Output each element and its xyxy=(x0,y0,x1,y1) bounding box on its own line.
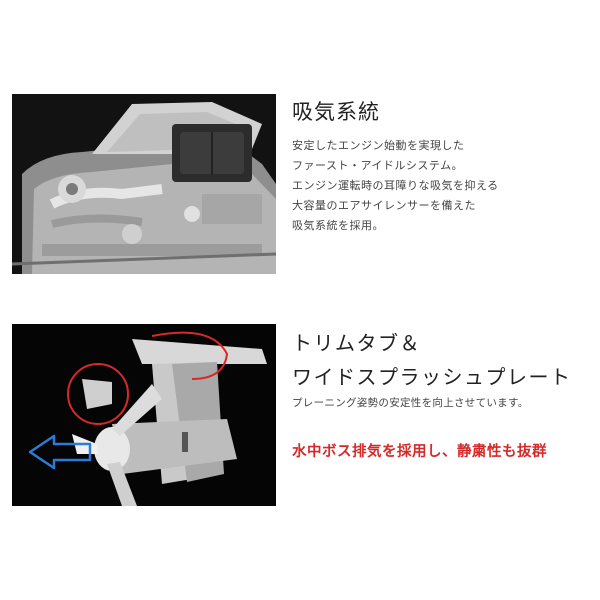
intake-title: 吸気系統 xyxy=(292,100,380,124)
engine-illustration xyxy=(12,94,276,274)
intake-text: 吸気系統 安定したエンジン始動を実現した ファースト・アイドルシステム。 エンジ… xyxy=(292,94,592,236)
trim-propeller-image xyxy=(12,324,276,506)
trim-description: プレーニング姿勢の安定性を向上させています。 xyxy=(292,397,529,409)
trim-section: トリムタブ＆ ワイドスプラッシュプレート プレーニング姿勢の安定性を向上させてい… xyxy=(0,324,600,506)
propeller-illustration xyxy=(12,324,276,506)
intake-engine-image xyxy=(12,94,276,274)
intake-line: 大容量のエアサイレンサーを備えた xyxy=(292,199,476,212)
trim-title-line2: ワイドスプラッシュプレート xyxy=(292,365,572,389)
intake-line: 吸気系統を採用。 xyxy=(292,219,384,232)
intake-line: ファースト・アイドルシステム。 xyxy=(292,159,464,172)
intake-line: エンジン運転時の耳障りな吸気を抑える xyxy=(292,179,499,192)
trim-highlight: 水中ボス排気を採用し、静粛性も抜群 xyxy=(292,444,547,460)
trim-title-line1: トリムタブ＆ xyxy=(292,331,421,355)
trim-text: トリムタブ＆ ワイドスプラッシュプレート プレーニング姿勢の安定性を向上させてい… xyxy=(292,324,592,461)
intake-description: 安定したエンジン始動を実現した ファースト・アイドルシステム。 エンジン運転時の… xyxy=(292,136,592,236)
intake-section: 吸気系統 安定したエンジン始動を実現した ファースト・アイドルシステム。 エンジ… xyxy=(0,94,600,274)
intake-line: 安定したエンジン始動を実現した xyxy=(292,139,465,152)
